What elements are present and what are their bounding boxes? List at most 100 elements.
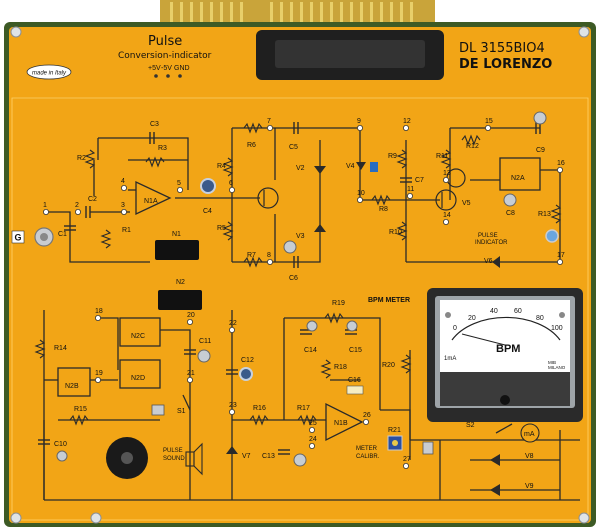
test-point-17[interactable] — [557, 258, 564, 265]
test-point-21[interactable] — [186, 376, 193, 383]
ref-label-r3: R3 — [158, 145, 167, 152]
test-point-19[interactable] — [95, 376, 102, 383]
meter-scale-60: 60 — [514, 308, 522, 315]
milliammeter-symbol — [520, 423, 540, 443]
meter-scale-0: 0 — [453, 325, 457, 332]
electrolytic-capacitors — [56, 111, 547, 467]
test-point-label-10: 10 — [357, 190, 365, 197]
test-point-6[interactable] — [228, 186, 235, 193]
test-point-13[interactable] — [442, 176, 449, 183]
ref-label-r9: R9 — [388, 153, 397, 160]
test-point-7[interactable] — [266, 125, 273, 132]
meter-unit: BPM — [496, 343, 520, 355]
corner-screws — [10, 26, 590, 524]
ref-label-r8: R8 — [379, 206, 388, 213]
meter-needle — [461, 333, 506, 346]
pulse-indicator-label-2: INDICATOR — [475, 240, 508, 246]
ref-label-c8: C8 — [506, 210, 515, 217]
test-point-22[interactable] — [228, 326, 235, 333]
ref-label-v6: V6 — [484, 258, 493, 265]
test-point-label-22: 22 — [229, 320, 237, 327]
test-point-label-5: 5 — [177, 180, 181, 187]
pulse-sound-label-2: SOUND — [163, 456, 185, 462]
brand-name: DE LORENZO — [459, 57, 552, 72]
led-v4 — [370, 162, 378, 172]
ref-label-r12: R12 — [466, 143, 479, 150]
test-point-label-20: 20 — [187, 312, 195, 319]
test-point-9[interactable] — [356, 125, 363, 132]
test-point-label-3: 3 — [121, 202, 125, 209]
meter-scale-40: 40 — [490, 308, 498, 315]
opamp-n1b: N1B — [325, 402, 364, 442]
opamp-n2b: N2B — [57, 367, 91, 397]
ic-n1: N1 — [155, 231, 199, 260]
ref-label-c9: C9 — [536, 147, 545, 154]
test-point-1[interactable] — [43, 208, 50, 215]
opamp-label-n1a: N1A — [144, 198, 158, 205]
test-point-label-7: 7 — [267, 118, 271, 125]
ref-label-r11: R11 — [436, 153, 448, 160]
test-point-27[interactable] — [402, 462, 409, 469]
test-point-2[interactable] — [75, 208, 82, 215]
test-point-3[interactable] — [121, 208, 128, 215]
ref-label-r13: R13 — [538, 211, 551, 218]
test-point-label-25: 25 — [309, 420, 317, 427]
ref-label-c10: C10 — [54, 441, 67, 448]
test-point-10[interactable] — [356, 196, 363, 203]
module-subtitle: Conversion-indicator — [118, 51, 212, 61]
meter-maker: MIB — [548, 360, 556, 365]
test-point-25[interactable] — [308, 426, 315, 433]
ref-label-r18: R18 — [334, 364, 347, 371]
meter-range: 1mA — [444, 356, 456, 362]
diodes — [226, 162, 500, 496]
test-point-4[interactable] — [121, 184, 128, 191]
ref-label-c5: C5 — [289, 144, 298, 151]
ic-label-n1: N1 — [172, 231, 181, 238]
test-point-label-4: 4 — [121, 178, 125, 185]
test-point-26[interactable] — [362, 418, 369, 425]
test-point-label-2: 2 — [75, 202, 79, 209]
ic-label-n2: N2 — [176, 279, 185, 286]
supply-label-gnd: GND — [174, 65, 190, 72]
ref-label-c16: C16 — [348, 377, 361, 384]
ref-label-c7: C7 — [415, 177, 424, 184]
test-point-15[interactable] — [484, 125, 491, 132]
milliammeter-label: mA — [524, 431, 535, 438]
panel-border — [11, 97, 589, 521]
switch-s2[interactable] — [422, 423, 513, 455]
meter-scale-80: 80 — [536, 315, 544, 322]
ref-label-c6: C6 — [289, 275, 298, 282]
opamp-label-n2a: N2A — [511, 175, 525, 182]
test-point-5[interactable] — [176, 186, 183, 193]
edge-connector — [160, 0, 435, 26]
test-point-23[interactable] — [228, 408, 235, 415]
input-g-label: G — [15, 233, 22, 243]
test-point-14[interactable] — [442, 218, 449, 225]
test-point-label-8: 8 — [267, 252, 271, 259]
test-point-8[interactable] — [266, 258, 273, 265]
test-point-18[interactable] — [95, 314, 102, 321]
made-in-badge — [26, 64, 72, 80]
meter-calibr-label-1: METER — [356, 446, 378, 452]
ref-label-v4: V4 — [346, 163, 355, 170]
meter-calibr-label-2: CALIBR. — [356, 454, 380, 460]
ref-label-r16: R16 — [253, 405, 266, 412]
switch-s1[interactable] — [151, 394, 191, 416]
test-point-12[interactable] — [402, 125, 409, 132]
opamp-n2a: N2A — [499, 157, 541, 191]
pulse-indicator-label-1: PULSE — [478, 233, 498, 239]
edge-connector-pins — [170, 2, 413, 22]
test-point-11[interactable] — [406, 192, 413, 199]
opamp-label-n1b: N1B — [334, 420, 348, 427]
ref-label-r2: R2 — [77, 155, 86, 162]
supply-label-m5v: -5V — [161, 65, 172, 72]
model-code: DL 3155BIO4 — [459, 41, 545, 56]
test-point-label-11: 11 — [407, 186, 414, 193]
ref-label-r6: R6 — [247, 142, 256, 149]
connector-slot — [275, 40, 425, 68]
test-point-24[interactable] — [308, 442, 315, 449]
test-point-16[interactable] — [557, 166, 564, 173]
test-point-20[interactable] — [186, 318, 193, 325]
